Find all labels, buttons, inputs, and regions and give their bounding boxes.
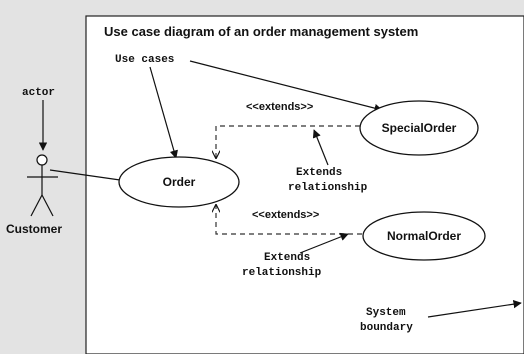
use-case-specialorder (359, 100, 479, 156)
extends-stereotype-2: <<extends>> (252, 209, 319, 221)
system-boundary-arrow (427, 299, 522, 318)
use-cases-arrow-order (149, 66, 178, 159)
use-case-order (118, 156, 240, 208)
extends-relationship-arrow-1 (312, 129, 329, 166)
extends-stereotype-1: <<extends>> (246, 101, 313, 113)
extends-relationship-annotation-2-line1: Extends (264, 252, 310, 264)
extends-connector-specialorder (216, 125, 360, 158)
use-case-order-label: Order (163, 175, 196, 189)
actor-order-association (49, 169, 121, 181)
extends-connector-normalorder (216, 205, 362, 235)
extends-relationship-annotation-1-line1: Extends (296, 167, 342, 179)
use-case-normalorder (362, 211, 486, 261)
system-boundary-annotation-line2: boundary (360, 322, 413, 334)
actor-label: Customer (6, 222, 62, 236)
actor-right-leg (41, 194, 54, 217)
use-case-specialorder-label: SpecialOrder (382, 121, 457, 135)
actor-head (36, 154, 48, 166)
extends-relationship-annotation-1-line2: relationship (288, 182, 368, 194)
use-case-normalorder-label: NormalOrder (387, 229, 461, 243)
actor-annotation: actor (22, 87, 55, 99)
diagram-title: Use case diagram of an order management … (104, 24, 418, 39)
actor-left-leg (30, 194, 43, 217)
system-boundary-annotation-line1: System (366, 307, 406, 319)
use-cases-arrow-specialorder (189, 60, 383, 113)
customer-actor-figure (27, 154, 58, 217)
use-cases-annotation: Use cases (115, 54, 174, 66)
extends-relationship-annotation-2-line2: relationship (242, 267, 322, 279)
extends-relationship-arrow-2 (299, 232, 349, 254)
